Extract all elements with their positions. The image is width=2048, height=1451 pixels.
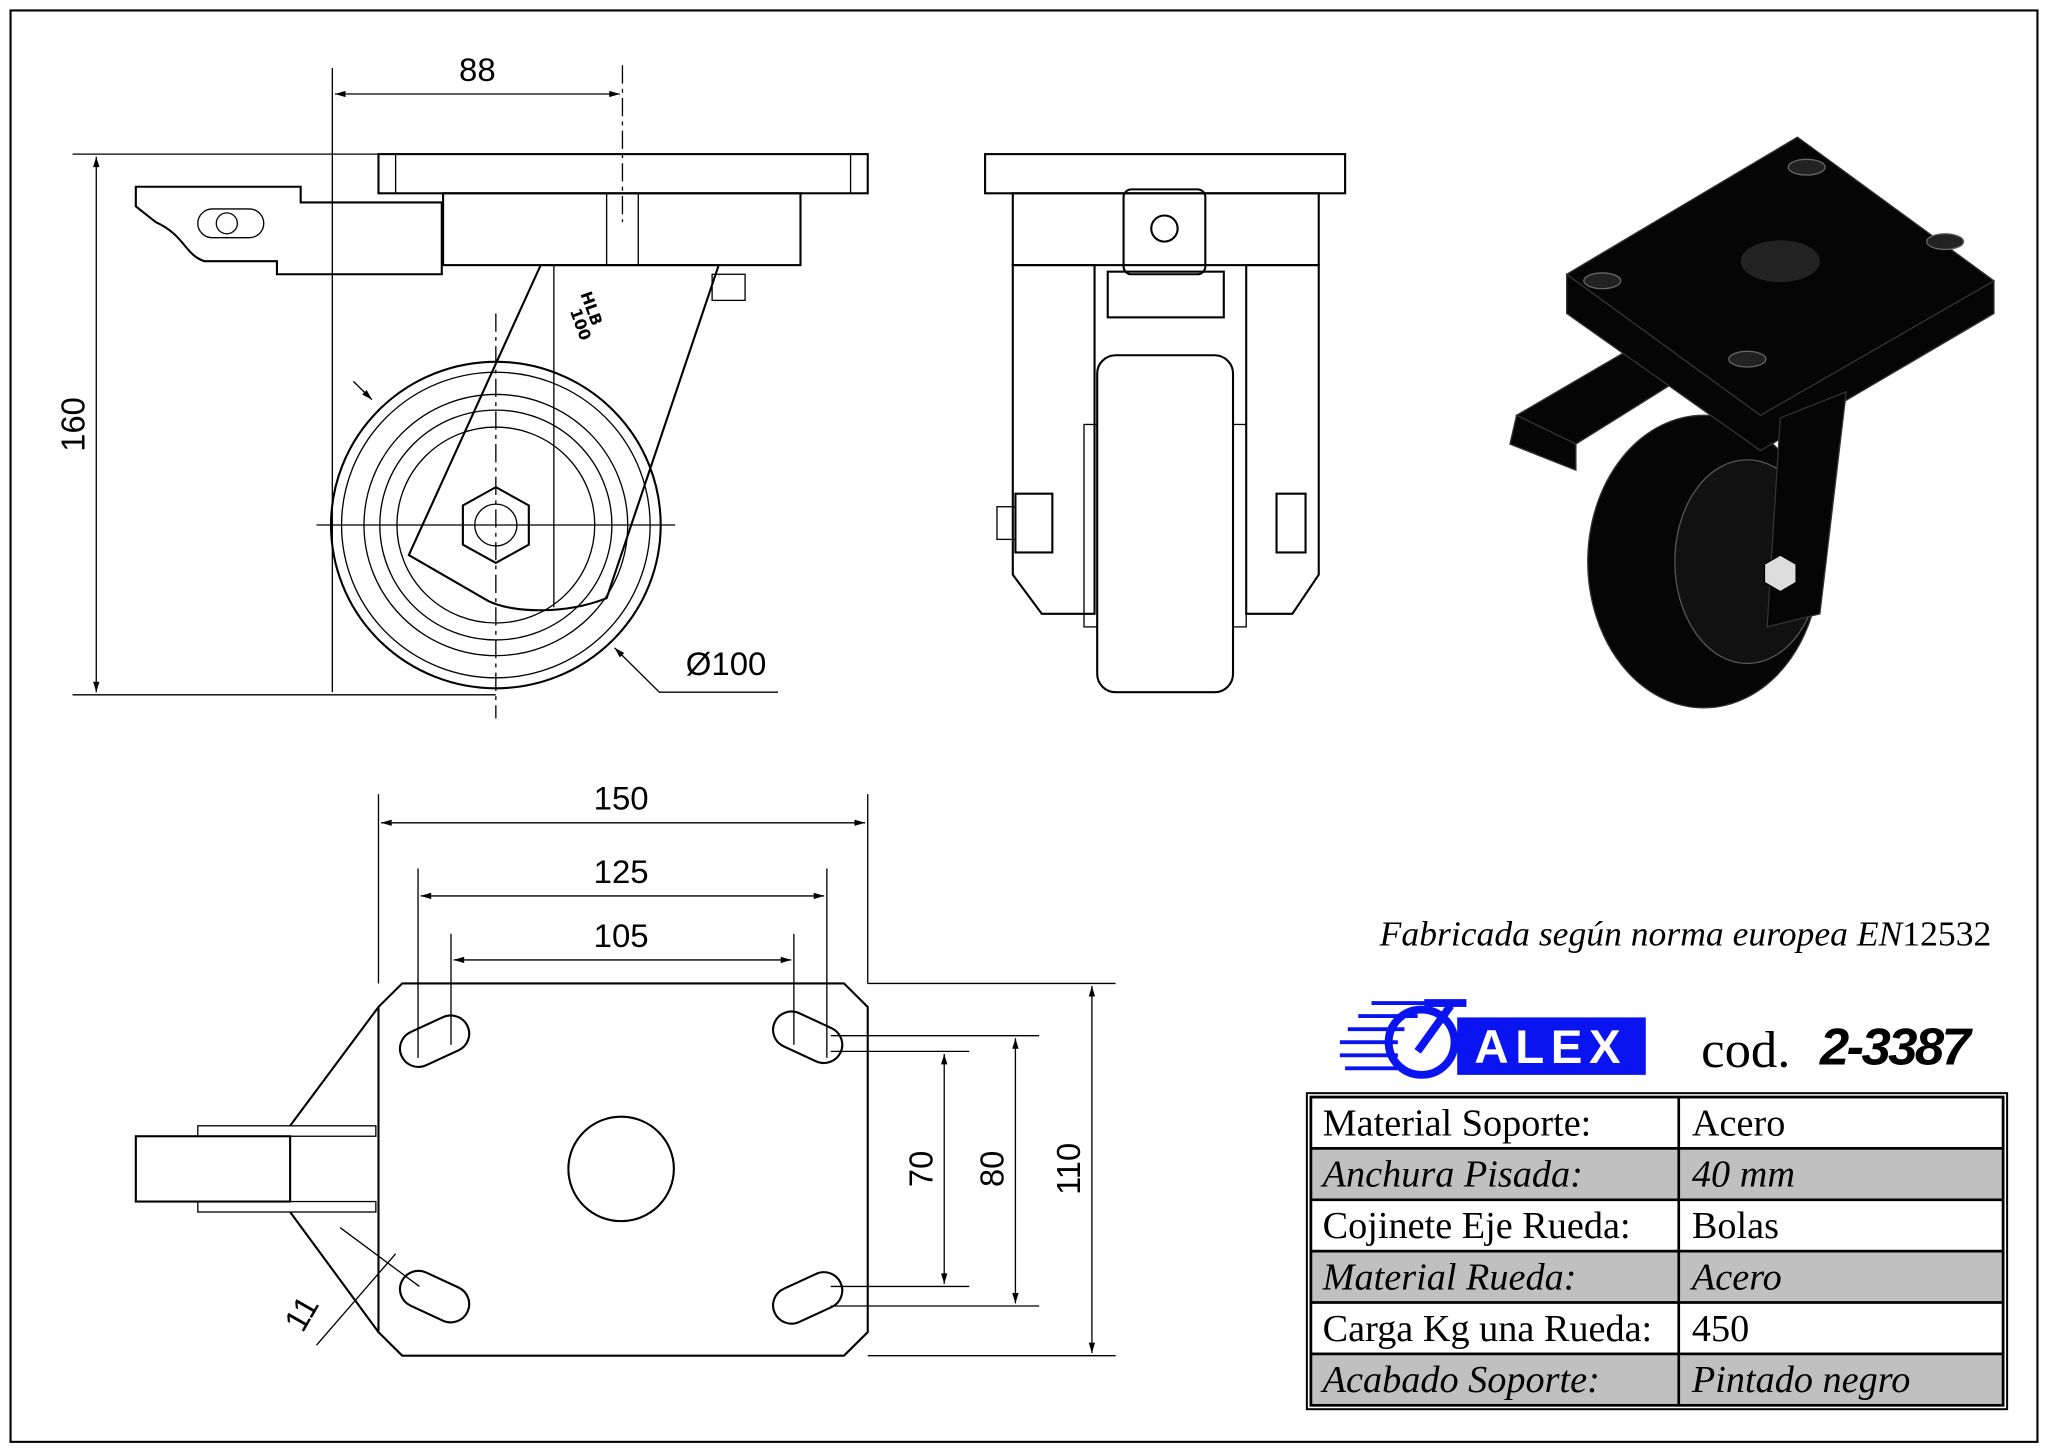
dim-height: 160 [54, 397, 91, 451]
dim-plate-length: 150 [594, 780, 649, 817]
spec-row-background [1309, 1198, 2005, 1253]
axle-nut [461, 485, 530, 565]
center-hole [567, 1115, 675, 1223]
fork [407, 264, 721, 612]
spec-value: 40 mm [1692, 1154, 1795, 1196]
spec-label: Material Rueda: [1322, 1257, 1577, 1299]
info-panel: Fabricada según norma europea EN12532 AL… [1305, 914, 2009, 1411]
alex-logo: ALEX [1339, 999, 1646, 1079]
top-view: 150 125 105 70 80 110 11 [134, 780, 1116, 1357]
dim-hole-outer-width: 80 [973, 1151, 1010, 1187]
spec-value: Acero [1692, 1103, 1785, 1145]
caster-3d-render [1509, 136, 1996, 709]
wheel-front [1096, 354, 1235, 694]
spec-row-background [1309, 1249, 2005, 1304]
dim-plate-width: 110 [1050, 1143, 1087, 1195]
sheet-border [9, 9, 2039, 1443]
spec-value: 450 [1692, 1308, 1749, 1350]
brake-lever [134, 185, 443, 276]
spec-row: Cojinete Eje Rueda: Bolas [1309, 1198, 2005, 1253]
bolt-slots [398, 1010, 844, 1325]
spec-row: Material Soporte: Acero [1309, 1095, 2005, 1150]
spec-row-background [1309, 1147, 2005, 1202]
spec-row: Material Rueda: Acero [1309, 1249, 2005, 1304]
spec-label: Material Soporte: [1323, 1103, 1592, 1145]
spec-label: Acabado Soporte: [1320, 1359, 1600, 1401]
dim-offset: 88 [459, 51, 496, 88]
brake-top [134, 1135, 292, 1203]
spec-value: Acero [1689, 1257, 1782, 1299]
spec-row-background [1309, 1095, 2005, 1150]
dim-slot-width: 11 [277, 1289, 326, 1337]
spec-label: Carga Kg una Rueda: [1323, 1308, 1652, 1350]
dim-hole-inner-width: 70 [902, 1151, 939, 1187]
dim-hole-inner-length: 105 [594, 917, 649, 954]
product-code: 2-3387 [1819, 1018, 1974, 1077]
spec-row: Anchura Pisada: 40 mm [1309, 1147, 2005, 1202]
spec-label: Anchura Pisada: [1320, 1154, 1583, 1196]
spec-value: Pintado negro [1691, 1359, 1910, 1401]
spec-row: Acabado Soporte: Pintado negro [1309, 1352, 2005, 1407]
spec-value: Bolas [1692, 1205, 1779, 1247]
svg-text:ALEX: ALEX [1474, 1021, 1627, 1074]
spec-label: Cojinete Eje Rueda: [1323, 1205, 1631, 1247]
spec-row-background [1309, 1301, 2005, 1356]
front-view [984, 153, 1347, 694]
spec-row: Carga Kg una Rueda: 450 [1309, 1301, 2005, 1356]
code-label: cod. [1701, 1021, 1790, 1079]
side-view: HLB 100 88 160 Ø100 [54, 51, 869, 719]
norm-text: Fabricada según norma europea EN12532 [1379, 914, 1992, 954]
mounting-plate [377, 982, 869, 1357]
dim-wheel-diameter: Ø100 [686, 645, 767, 682]
dim-hole-outer-length: 125 [594, 853, 649, 890]
grease-nipple [711, 273, 746, 302]
